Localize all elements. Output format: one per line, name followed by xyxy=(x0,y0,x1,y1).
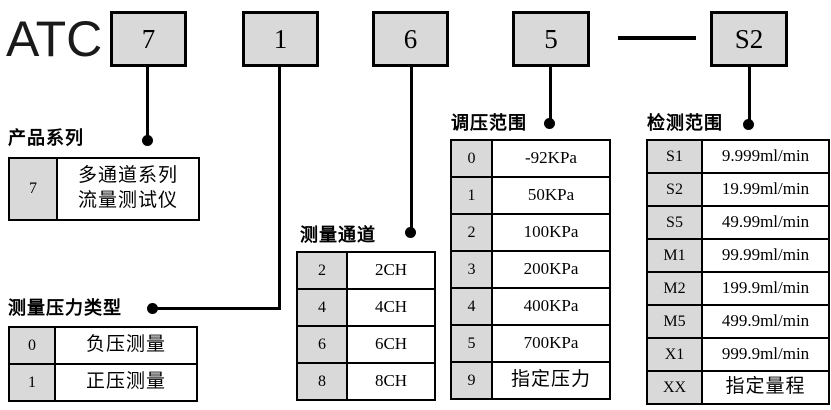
value-cell: 负压测量 xyxy=(85,334,166,356)
code-cell: M1 xyxy=(648,240,703,271)
value-cell: 499.9ml/min xyxy=(721,311,810,331)
table-detection: S1 9.999ml/min S2 19.99ml/min S5 49.99ml… xyxy=(646,139,830,405)
connector-dot-channels xyxy=(405,227,416,238)
code-cell: M5 xyxy=(648,306,703,337)
value-cell: 6CH xyxy=(374,334,408,354)
value-cell: -92KPa xyxy=(525,148,577,168)
code-cell: 2 xyxy=(298,253,348,288)
code-cell: 0 xyxy=(452,141,493,176)
value-cell: 指定量程 xyxy=(725,376,806,398)
connector-line-series xyxy=(146,66,149,141)
code-cell: 3 xyxy=(452,252,493,287)
value-cell: 99.99ml/min xyxy=(721,245,810,265)
value-cell: 50KPa xyxy=(527,185,575,205)
code-segment-pressure-type: 1 xyxy=(242,11,319,67)
code-segment-series: 7 xyxy=(110,11,187,67)
value-cell: 指定压力 xyxy=(510,369,591,391)
table-row: 1 正压测量 xyxy=(10,365,196,400)
section-title-series: 产品系列 xyxy=(8,128,84,148)
code-cell: 5 xyxy=(452,326,493,361)
table-row: X1 999.9ml/min xyxy=(648,339,828,372)
value-cell: 8CH xyxy=(374,371,408,391)
connector-dot-pressure-type xyxy=(147,303,158,314)
section-title-regulation: 调压范围 xyxy=(451,113,527,133)
table-row: M1 99.99ml/min xyxy=(648,240,828,273)
code-cell: S5 xyxy=(648,207,703,238)
table-row: 9 指定压力 xyxy=(452,363,609,398)
table-row: XX 指定量程 xyxy=(648,372,828,403)
value-cell: 999.9ml/min xyxy=(721,344,810,364)
code-cell: S2 xyxy=(648,174,703,205)
value-cell: 49.99ml/min xyxy=(721,212,810,232)
section-title-detection: 检测范围 xyxy=(647,113,723,133)
model-prefix: ATC xyxy=(6,11,103,67)
value-cell: 700KPa xyxy=(523,333,579,353)
table-channels: 2 2CH 4 4CH 6 6CH 8 8CH xyxy=(296,251,436,401)
value-cell: 100KPa xyxy=(523,222,579,242)
table-series: 7 多通道系列 流量测试仪 xyxy=(8,157,200,221)
table-row: S5 49.99ml/min xyxy=(648,207,828,240)
table-row: 0 负压测量 xyxy=(10,328,196,365)
connector-line-channels xyxy=(410,66,413,233)
table-row: 3 200KPa xyxy=(452,252,609,289)
table-row: 5 700KPa xyxy=(452,326,609,363)
table-row: M2 199.9ml/min xyxy=(648,273,828,306)
table-row: 0 -92KPa xyxy=(452,141,609,178)
connector-line-pressure-type-vertical xyxy=(278,66,281,310)
code-cell: 8 xyxy=(298,364,348,399)
code-cell: S1 xyxy=(648,141,703,172)
code-cell: 9 xyxy=(452,363,493,398)
code-cell: 6 xyxy=(298,327,348,362)
table-row: 2 2CH xyxy=(298,253,434,290)
table-row: S1 9.999ml/min xyxy=(648,141,828,174)
table-row: 4 400KPa xyxy=(452,289,609,326)
connector-dot-series xyxy=(142,135,153,146)
section-title-pressure-type: 测量压力类型 xyxy=(8,298,122,318)
code-segment-regulation: 5 xyxy=(512,11,590,67)
section-title-channels: 测量通道 xyxy=(300,225,376,245)
code-segment-detection: S2 xyxy=(710,11,788,67)
value-cell: 正压测量 xyxy=(85,371,166,393)
table-row: M5 499.9ml/min xyxy=(648,306,828,339)
value-cell: 2CH xyxy=(374,260,408,280)
connector-line-regulation xyxy=(549,66,552,124)
value-cell: 多通道系列 流量测试仪 xyxy=(77,165,178,211)
table-row: S2 19.99ml/min xyxy=(648,174,828,207)
code-cell: 4 xyxy=(298,290,348,325)
table-row: 6 6CH xyxy=(298,327,434,364)
value-cell: 199.9ml/min xyxy=(721,278,810,298)
table-row: 1 50KPa xyxy=(452,178,609,215)
value-cell: 9.999ml/min xyxy=(721,146,810,166)
table-pressure-type: 0 负压测量 1 正压测量 xyxy=(8,326,198,402)
code-segment-channels: 6 xyxy=(372,11,449,67)
code-cell: 2 xyxy=(452,215,493,250)
table-row: 4 4CH xyxy=(298,290,434,327)
connector-dot-detection xyxy=(743,119,754,130)
connector-line-pressure-type-horizontal xyxy=(152,307,281,310)
code-cell: X1 xyxy=(648,339,703,370)
separator-dash xyxy=(618,36,696,40)
table-regulation: 0 -92KPa 1 50KPa 2 100KPa 3 200KPa 4 400… xyxy=(450,139,611,400)
value-cell: 19.99ml/min xyxy=(721,179,810,199)
code-cell: 7 xyxy=(10,159,58,219)
value-cell: 400KPa xyxy=(523,296,579,316)
value-cell: 4CH xyxy=(374,297,408,317)
code-cell: 4 xyxy=(452,289,493,324)
code-cell: 1 xyxy=(452,178,493,213)
code-cell: M2 xyxy=(648,273,703,304)
table-row: 7 多通道系列 流量测试仪 xyxy=(10,159,198,219)
code-cell: 1 xyxy=(10,365,56,400)
code-cell: XX xyxy=(648,372,703,403)
code-cell: 0 xyxy=(10,328,56,363)
connector-dot-regulation xyxy=(544,118,555,129)
table-row: 8 8CH xyxy=(298,364,434,399)
value-cell: 200KPa xyxy=(523,259,579,279)
connector-line-detection xyxy=(748,66,751,125)
table-row: 2 100KPa xyxy=(452,215,609,252)
